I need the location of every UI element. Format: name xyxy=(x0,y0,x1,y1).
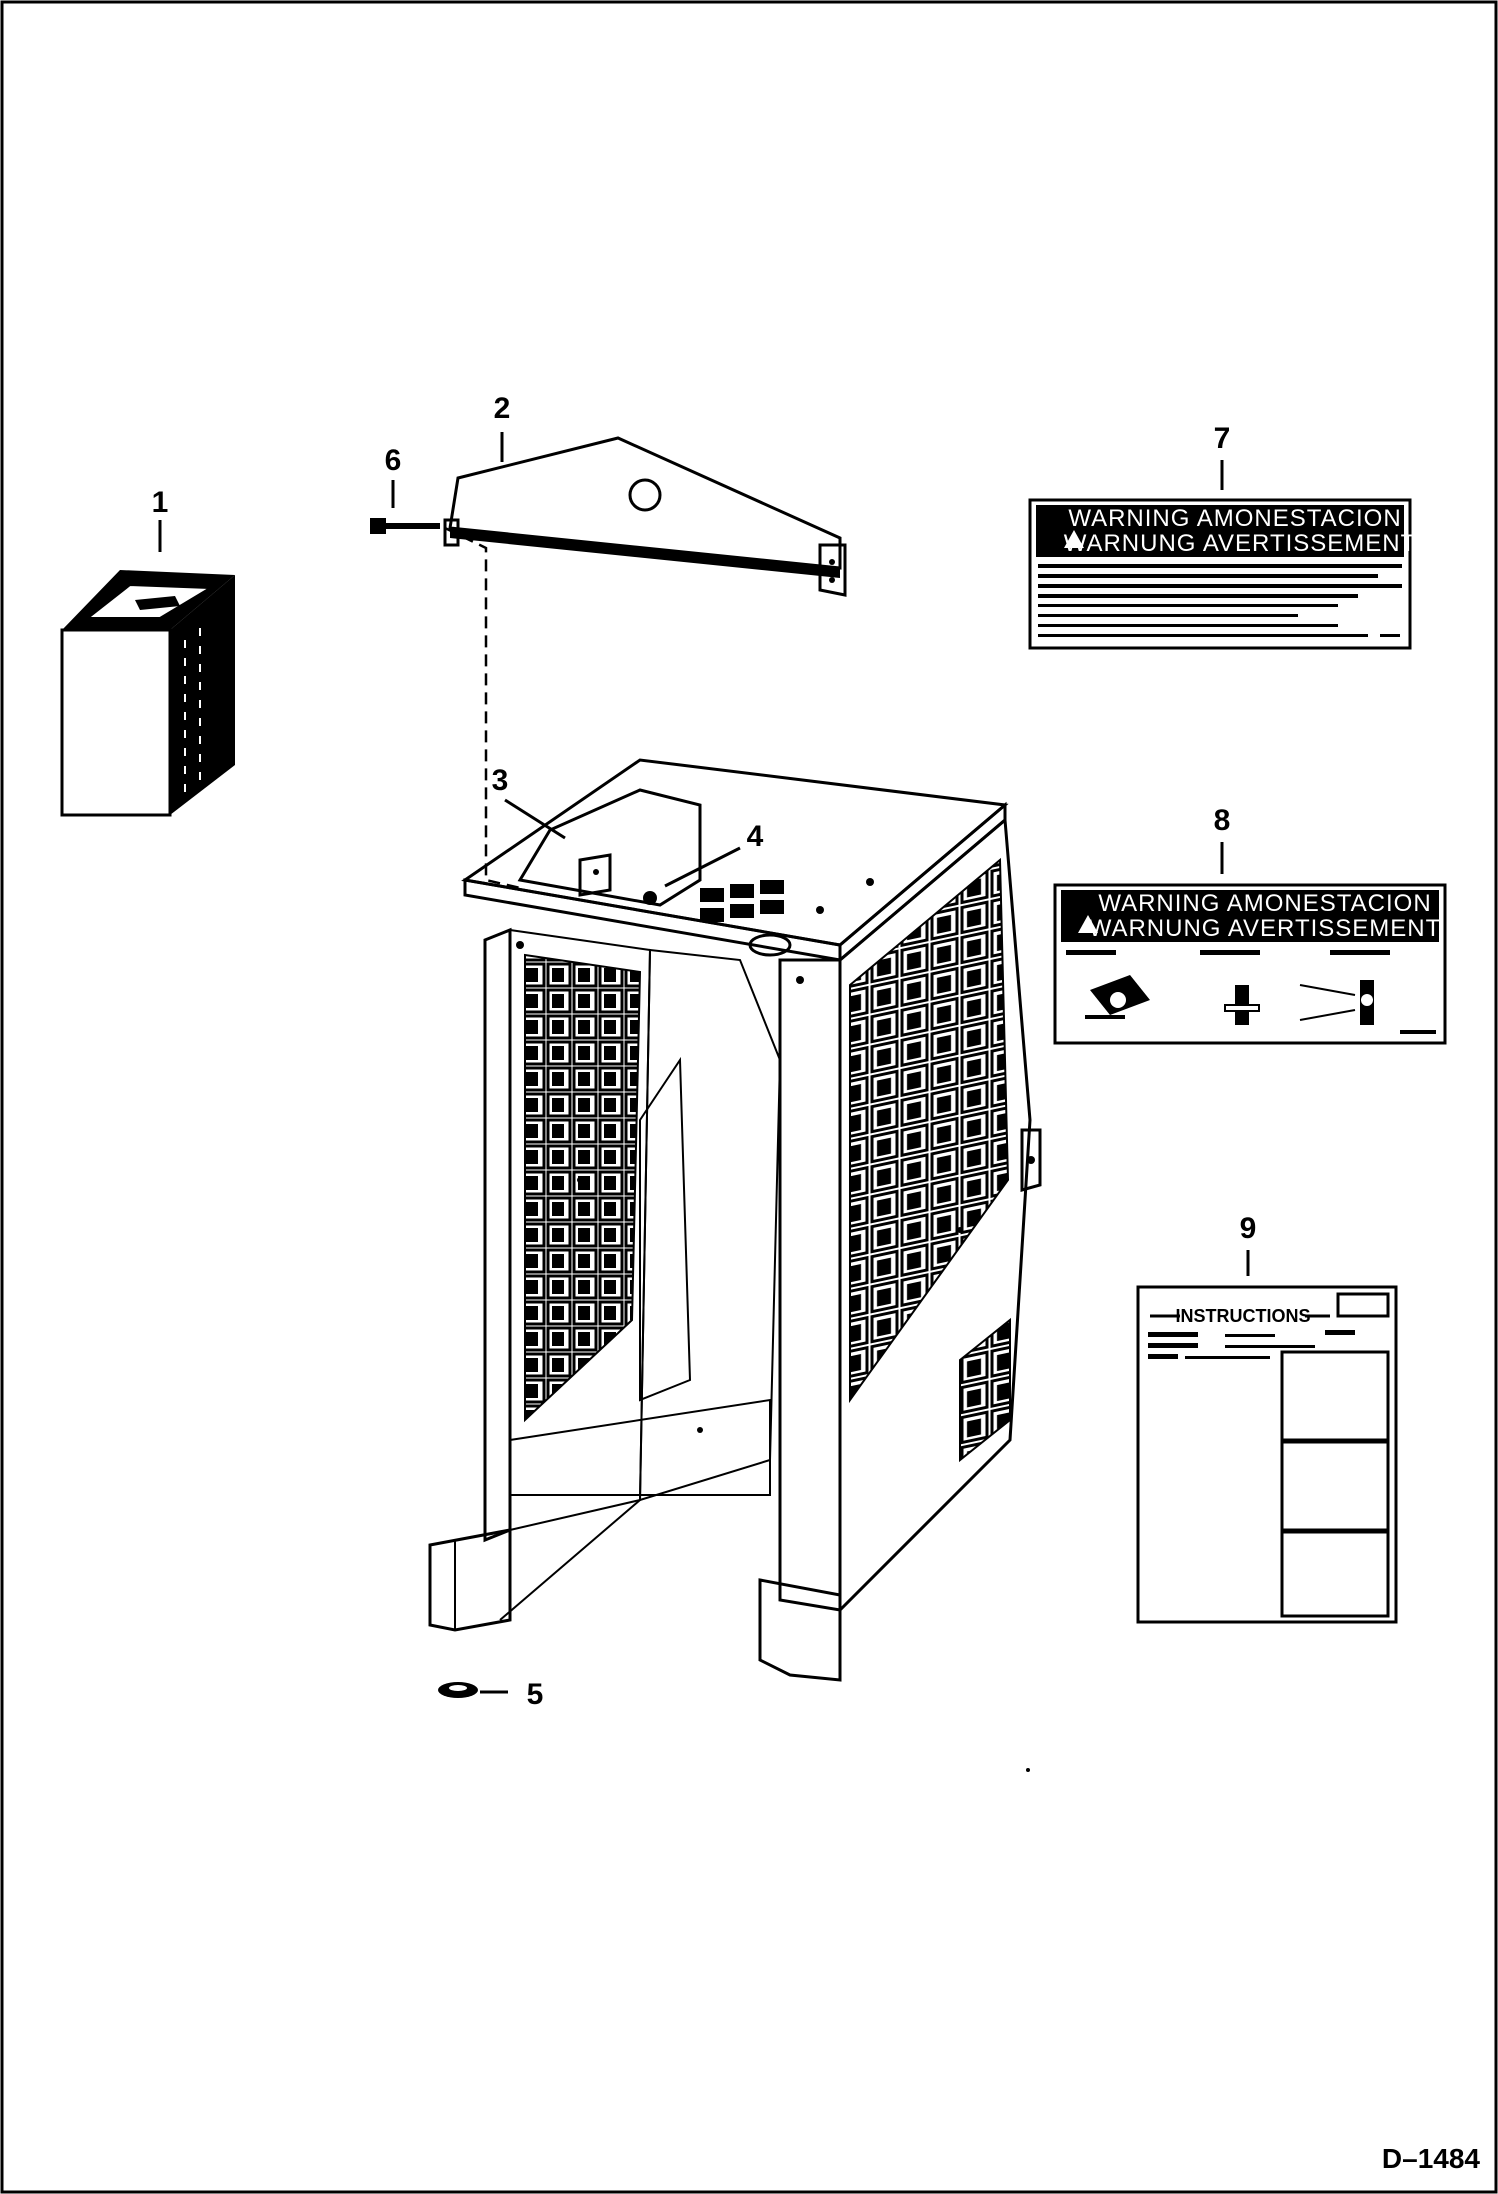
leader-4 xyxy=(664,846,741,888)
part-8-warning-decal: WARNING AMONESTACION WARNUNG AVERTISSEME… xyxy=(1053,883,1447,1045)
switch-panel xyxy=(700,880,784,922)
callout-4: 4 xyxy=(747,820,764,853)
part-5-washer xyxy=(438,1682,478,1698)
callout-2: 2 xyxy=(494,392,511,425)
decal-9-title: INSTRUCTIONS xyxy=(1176,1306,1311,1326)
part-7-warning-decal: WARNING AMONESTACION WARNUNG AVERTISSEME… xyxy=(1028,498,1417,650)
warning-triangle-icon xyxy=(1078,915,1098,933)
decal-7-line2: WARNUNG AVERTISSEMENT xyxy=(1064,530,1417,557)
callout-3: 3 xyxy=(492,764,509,797)
decal-8-line1: WARNING AMONESTACION xyxy=(1098,890,1431,917)
stray-mark xyxy=(1026,1768,1030,1772)
decal-7-line1: WARNING AMONESTACION xyxy=(1068,505,1401,532)
warning-triangle-icon xyxy=(1064,530,1084,548)
part-6-bolt xyxy=(370,518,440,534)
part-4-nut xyxy=(643,891,657,905)
part-9-instructions-decal: INSTRUCTIONS xyxy=(1136,1285,1398,1624)
callout-7: 7 xyxy=(1214,422,1231,455)
callout-8: 8 xyxy=(1214,804,1231,837)
decal-8-illustrations xyxy=(1066,950,1436,1034)
part-1-box xyxy=(60,570,235,817)
callout-5: 5 xyxy=(527,1678,544,1711)
figure-id: D–1484 xyxy=(1382,2143,1481,2174)
callout-9: 9 xyxy=(1240,1212,1257,1245)
assembly-line-6 xyxy=(444,526,521,890)
decal-8-line2: WARNUNG AVERTISSEMENT xyxy=(1089,915,1442,942)
leader-3 xyxy=(504,798,566,840)
decal-7-fine-print xyxy=(1038,564,1402,637)
part-2-lift-bracket xyxy=(443,436,847,597)
callout-1: 1 xyxy=(152,486,169,519)
cab-frame xyxy=(428,758,1042,1682)
callout-6: 6 xyxy=(385,444,402,477)
